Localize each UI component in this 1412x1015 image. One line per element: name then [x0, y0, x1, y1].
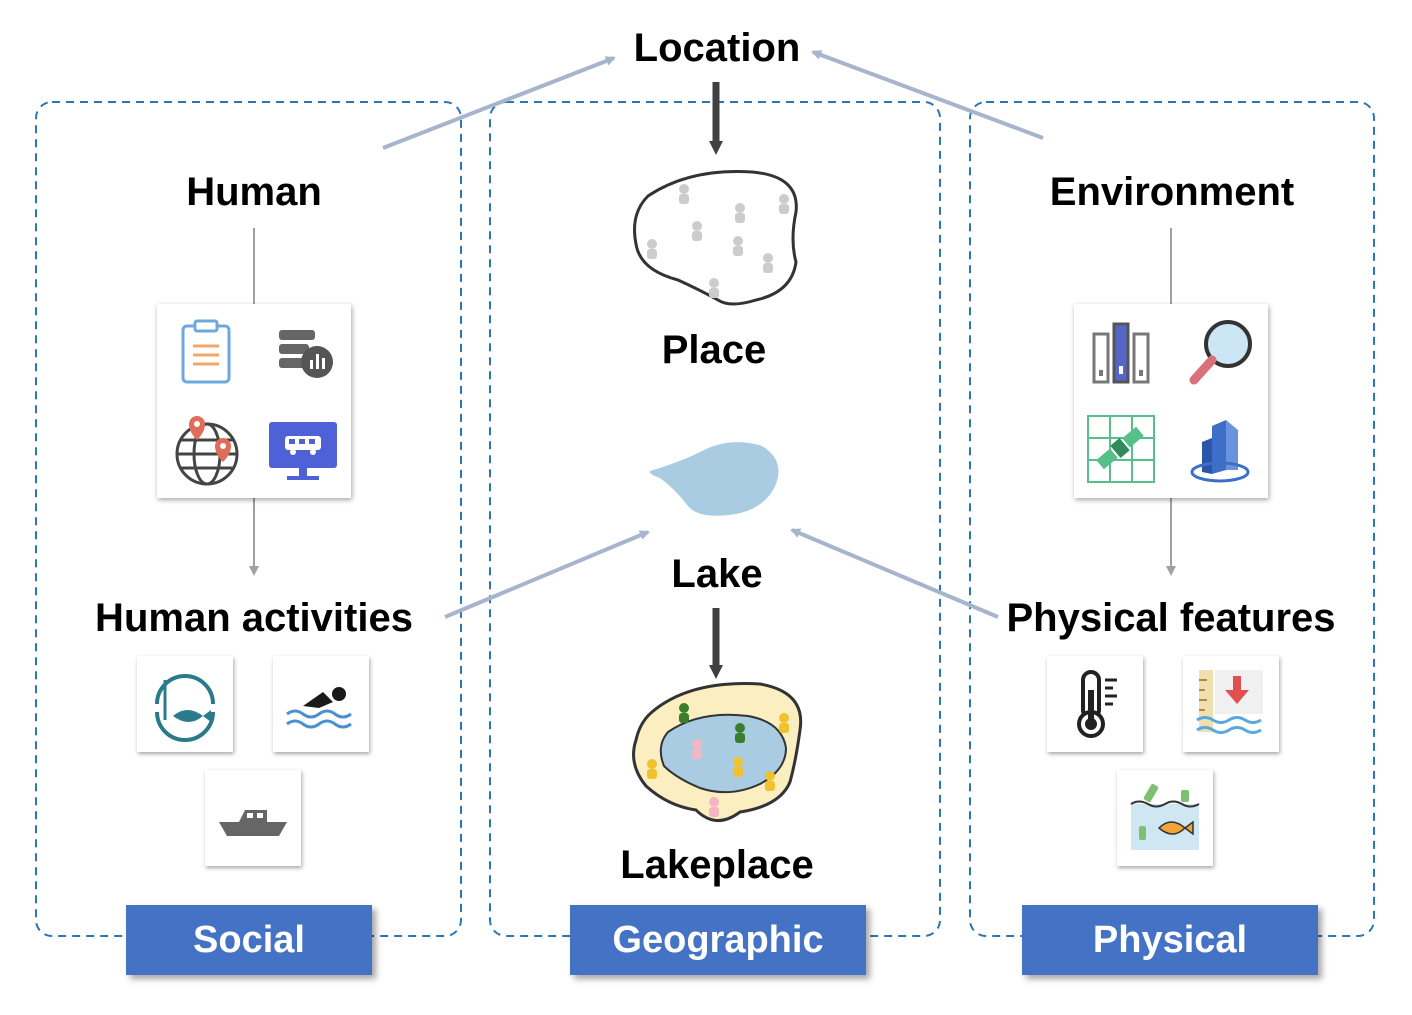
server-rack-icon — [1074, 304, 1170, 400]
thermometer-icon — [1047, 656, 1143, 752]
database-chart-icon — [255, 304, 351, 400]
physical-features-label: Physical features — [1006, 596, 1336, 640]
lakeplace-illustration — [632, 682, 803, 822]
clipboard-icon — [157, 304, 253, 400]
water-pollution-icon — [1117, 770, 1213, 866]
location-label: Location — [633, 26, 801, 70]
social-panel — [35, 101, 462, 937]
satellite-grid-icon — [1074, 402, 1170, 498]
physical-data-grid — [1074, 304, 1268, 498]
arrow-features-to-lake — [790, 528, 999, 619]
arrow-environment-to-location — [811, 50, 1044, 140]
fishing-icon — [137, 656, 233, 752]
geographic-tag: Geographic — [570, 905, 866, 975]
lake-illustration — [649, 442, 779, 516]
arrow-human-to-location — [382, 56, 616, 150]
social-data-grid — [157, 304, 351, 498]
environment-label: Environment — [1049, 170, 1295, 214]
3d-model-icon — [1172, 402, 1268, 498]
water-level-icon — [1183, 656, 1279, 752]
swimming-icon — [273, 656, 369, 752]
globe-pin-icon — [157, 402, 253, 498]
geographic-panel — [489, 101, 941, 937]
bus-monitor-icon — [255, 402, 351, 498]
human-label: Human — [186, 170, 322, 214]
physical-panel — [969, 101, 1375, 937]
arrow-activities-to-lake — [444, 530, 650, 619]
lakeplace-label: Lakeplace — [620, 843, 814, 887]
physical-tag: Physical — [1022, 905, 1318, 975]
place-label: Place — [661, 328, 767, 372]
lake-label: Lake — [671, 552, 763, 596]
magnifier-icon — [1172, 304, 1268, 400]
human-activities-label: Human activities — [95, 596, 413, 640]
place-illustration — [633, 170, 798, 306]
boat-icon — [205, 770, 301, 866]
social-tag: Social — [126, 905, 372, 975]
